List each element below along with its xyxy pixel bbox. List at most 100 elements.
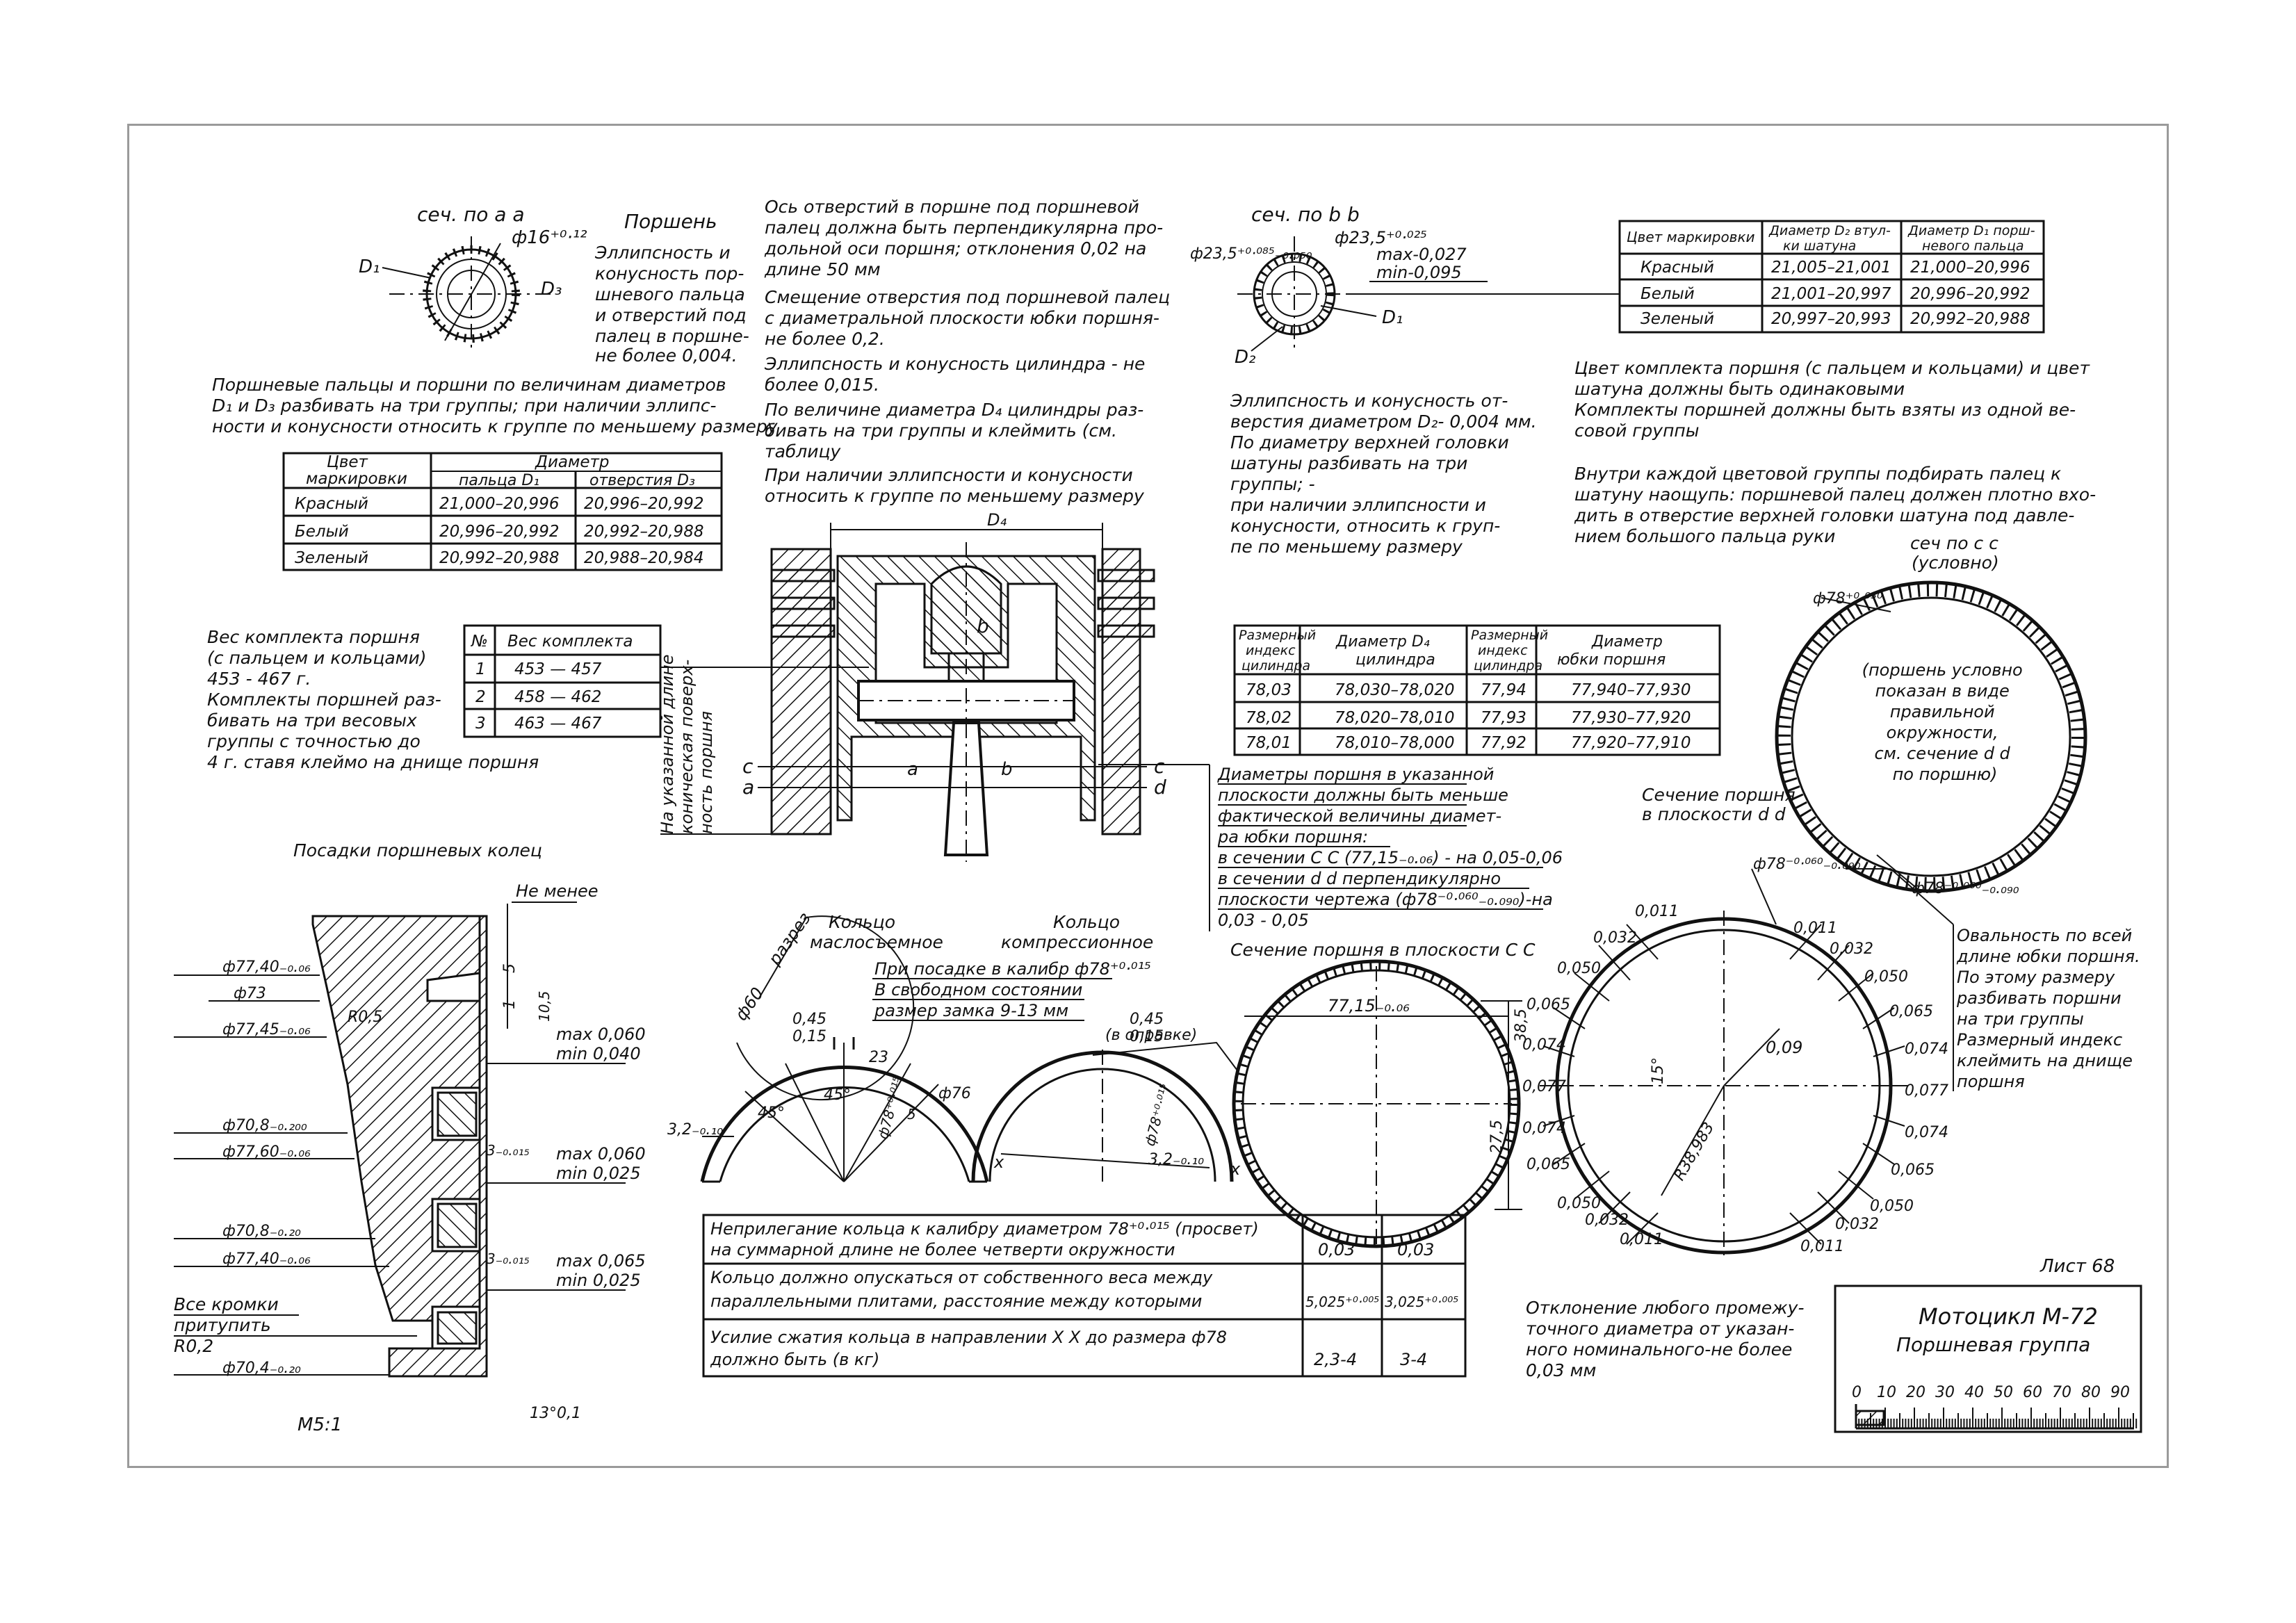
- svg-text:a: a: [907, 759, 918, 780]
- svg-text:сеч по с с(условно): сеч по с с(условно): [1910, 533, 1999, 573]
- svg-text:3,2₋₀.₁₀: 3,2₋₀.₁₀: [667, 1121, 723, 1139]
- svg-text:0,074: 0,074: [1905, 1124, 1948, 1141]
- edges-note: Все кромки притупить R0,2: [174, 1294, 284, 1356]
- svg-text:Не менее: Не менее: [516, 881, 599, 901]
- svg-text:0,077: 0,077: [1522, 1078, 1566, 1095]
- pin-tolerance-note: Эллипсность и конусность пор- шневого па…: [594, 243, 755, 366]
- svg-text:c: c: [1154, 755, 1165, 778]
- svg-text:пальца D₁: пальца D₁: [459, 472, 539, 489]
- svg-text:ф78⁻⁰·⁰⁶⁰₋₀.₀₉₀: ф78⁻⁰·⁰⁶⁰₋₀.₀₉₀: [1912, 880, 2019, 897]
- groove-wall: [388, 915, 488, 1378]
- svg-text:ф78⁺⁰·⁰¹⁵: ф78⁺⁰·⁰¹⁵: [1141, 1082, 1174, 1148]
- svg-text:c: c: [742, 755, 754, 778]
- svg-text:ф73: ф73: [234, 985, 266, 1002]
- svg-text:Сечение поршня в плоскости С С: Сечение поршня в плоскости С С: [1230, 940, 1536, 960]
- svg-text:0,03: 0,03: [1397, 1240, 1434, 1259]
- svg-text:463 — 467: 463 — 467: [514, 715, 602, 733]
- title-block-title: Мотоцикл М-72: [1919, 1303, 2098, 1330]
- svg-text:0,065: 0,065: [1889, 1003, 1933, 1020]
- svg-text:77,930–77,920: 77,930–77,920: [1571, 709, 1691, 727]
- svg-text:b: b: [977, 614, 989, 637]
- svg-text:70: 70: [2052, 1384, 2071, 1401]
- svg-text:5,025⁺⁰·⁰⁰⁵: 5,025⁺⁰·⁰⁰⁵: [1305, 1294, 1379, 1310]
- svg-text:0,45: 0,45: [792, 1011, 827, 1028]
- pin-d3-label: D₃: [541, 279, 562, 300]
- svg-text:min-0,095: min-0,095: [1376, 263, 1462, 282]
- svg-text:38,5: 38,5: [1513, 1009, 1530, 1043]
- conical-surface-note: На указанной длине коническая поверх- но…: [658, 649, 716, 834]
- scale-ruler-ticks: [1855, 1408, 2138, 1428]
- weight-note: Вес комплекта поршня (с пальцем и кольца…: [207, 627, 539, 772]
- svg-text:5: 5: [907, 1106, 916, 1123]
- svg-text:77,940–77,930: 77,940–77,930: [1571, 681, 1691, 699]
- svg-text:0,032: 0,032: [1585, 1212, 1629, 1229]
- section-bb: сеч. по b b ф23,5⁺⁰·⁰²⁵ ф23,5⁺⁰·⁰⁸⁵₋₀.₀₅…: [1190, 203, 1620, 368]
- svg-text:3₋₀.₀₁₅: 3₋₀.₀₁₅: [487, 1250, 530, 1267]
- ring-dim-leaders: [174, 974, 389, 1376]
- svg-text:При посадке в калибр ф78⁺⁰·⁰¹⁵: При посадке в калибр ф78⁺⁰·⁰¹⁵ В свободн…: [874, 959, 1156, 1020]
- pin-d1-leader: [382, 267, 432, 279]
- svg-text:Красный: Красный: [1640, 259, 1714, 277]
- svg-text:453 — 457: 453 — 457: [514, 660, 602, 678]
- svg-text:d: d: [1154, 776, 1166, 799]
- color-note: Цвет комплекта поршня (с пальцем и кольц…: [1574, 358, 2095, 441]
- svg-text:20,996–20,992: 20,996–20,992: [584, 495, 703, 513]
- svg-text:20,992–20,988: 20,992–20,988: [1910, 310, 2030, 328]
- svg-text:(поршень условно показан: (поршень условно показан в виде правильн…: [1862, 660, 2028, 784]
- weight-table: № Вес комплекта 1 453 — 457 2 458 — 462 …: [463, 624, 662, 738]
- svg-text:D₄: D₄: [987, 510, 1007, 530]
- svg-text:Вес комплекта: Вес комплекта: [507, 633, 633, 651]
- section-aa-heading: Поршень: [624, 210, 717, 233]
- svg-text:45°: 45°: [758, 1104, 785, 1122]
- svg-text:23: 23: [869, 1049, 888, 1066]
- svg-text:ф77,60₋₀.₀₆: ф77,60₋₀.₀₆: [222, 1143, 311, 1161]
- svg-text:20,992–20,988: 20,992–20,988: [439, 549, 559, 567]
- svg-text:ф23,5⁺⁰·⁰⁸⁵₋₀.₀₅₀: ф23,5⁺⁰·⁰⁸⁵₋₀.₀₅₀: [1190, 245, 1312, 263]
- svg-text:ф77,40₋₀.₀₆: ф77,40₋₀.₀₆: [222, 959, 311, 976]
- svg-text:3,025⁺⁰·⁰⁰⁵: 3,025⁺⁰·⁰⁰⁵: [1385, 1294, 1458, 1310]
- title-block-subtitle: Поршневая группа: [1896, 1333, 2090, 1356]
- ring-table: Неприлегание кольца к калибру диаметром …: [702, 1214, 1467, 1378]
- svg-text:max-0,027: max-0,027: [1376, 245, 1467, 264]
- svg-text:0,032: 0,032: [1593, 929, 1637, 947]
- svg-text:45°: 45°: [824, 1086, 851, 1104]
- svg-text:Белый: Белый: [1640, 285, 1695, 303]
- svg-text:R0,5: R0,5: [348, 1009, 382, 1026]
- svg-text:(в оправке): (в оправке): [1105, 1027, 1197, 1044]
- svg-text:0,074: 0,074: [1522, 1120, 1566, 1137]
- svg-text:30: 30: [1935, 1384, 1955, 1401]
- svg-text:77,93: 77,93: [1481, 709, 1526, 727]
- svg-text:0,065: 0,065: [1526, 996, 1570, 1013]
- svg-text:1: 1: [501, 1000, 519, 1009]
- svg-text:ф60: ф60: [731, 984, 767, 1025]
- svg-text:50: 50: [1994, 1384, 2013, 1401]
- svg-text:0,15: 0,15: [792, 1028, 827, 1045]
- svg-text:Диаметр: Диаметр: [535, 453, 610, 471]
- svg-text:Посадки поршневых колец: Посадки поршневых колец: [293, 840, 542, 861]
- svg-text:21,005–21,001: 21,005–21,001: [1771, 259, 1891, 277]
- svg-text:отверстия D₃: отверстия D₃: [589, 472, 695, 489]
- svg-text:разрез: разрез: [764, 908, 815, 969]
- svg-text:1: 1: [475, 660, 486, 678]
- svg-text:ф77,40₋₀.₀₆: ф77,40₋₀.₀₆: [222, 1250, 311, 1268]
- svg-text:М5:1: М5:1: [298, 1414, 342, 1435]
- pin-d1-label: D₁: [359, 256, 380, 277]
- svg-text:3-4: 3-4: [1400, 1350, 1427, 1369]
- drawing-sheet-border: [127, 124, 2169, 1468]
- svg-text:Красный: Красный: [295, 495, 368, 513]
- title-block: Мотоцикл М-72 Поршневая группа 0 10 20 3…: [1834, 1284, 2142, 1433]
- svg-text:15°: 15°: [1650, 1057, 1667, 1084]
- svg-text:Цвет маркировки: Цвет маркировки: [1627, 229, 1755, 245]
- svg-text:Диаметры поршня в указанной: Диаметры поршня в указанной плоскости до…: [1217, 765, 1568, 930]
- svg-text:ф70,4₋₀.₂₀: ф70,4₋₀.₂₀: [222, 1360, 301, 1377]
- svg-text:Зеленый: Зеленый: [1640, 310, 1714, 328]
- svg-text:Диаметр D₂ втул-ки шатуна: Диаметр D₂ втул-ки шатуна: [1768, 223, 1891, 254]
- svg-text:77,920–77,910: 77,920–77,910: [1571, 734, 1691, 752]
